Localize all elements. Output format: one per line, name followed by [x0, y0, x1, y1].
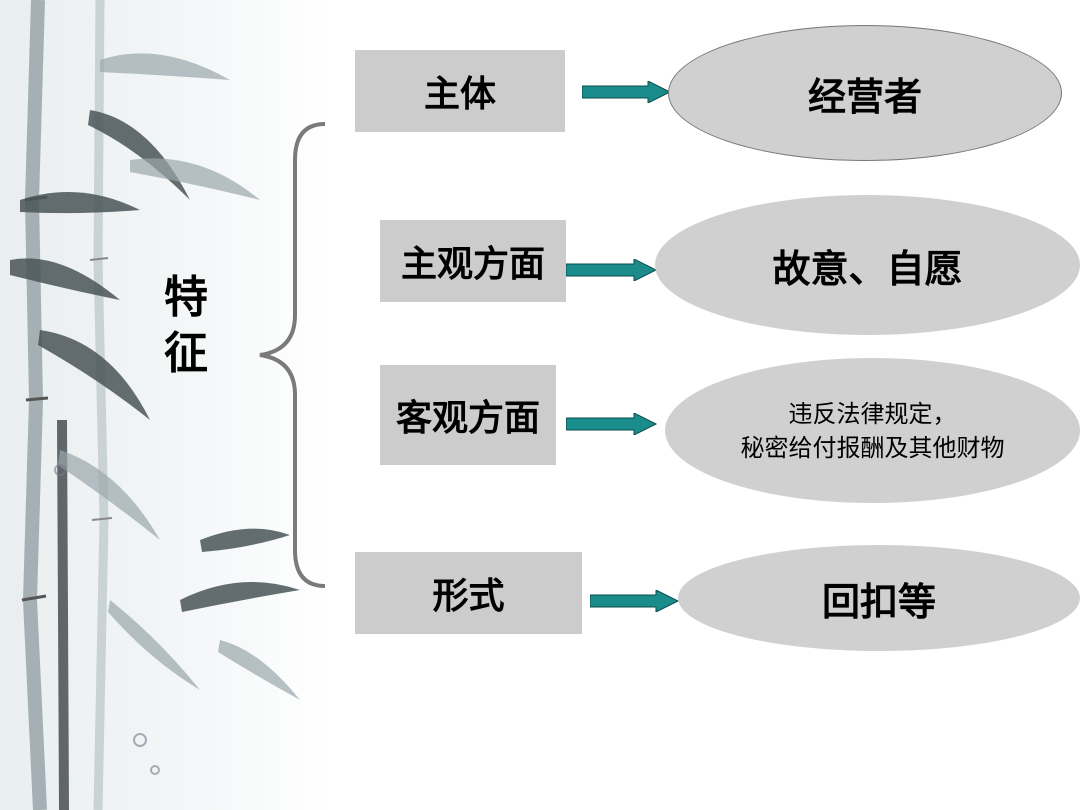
subject-box: 主体 — [355, 50, 565, 132]
subject-result-ellipse: 经营者 — [668, 25, 1062, 161]
subject-box-label: 主体 — [423, 74, 496, 115]
feature-label-char-1: 特 — [164, 272, 208, 323]
form-result-ellipse: 回扣等 — [678, 545, 1080, 651]
bamboo-painting — [0, 0, 330, 810]
feature-label-char-2: 征 — [164, 328, 208, 379]
arrow-right-icon — [566, 413, 658, 435]
feature-label: 特 征 — [158, 270, 214, 382]
subjective-result-ellipse: 故意、自愿 — [655, 195, 1080, 335]
objective-result-line-1: 违反法律规定， — [788, 399, 957, 428]
arrow-right-icon — [590, 590, 680, 612]
subjective-box: 主观方面 — [380, 220, 566, 302]
arrow-right-icon — [582, 81, 672, 103]
objective-result-ellipse: 违反法律规定， 秘密给付报酬及其他财物 — [665, 358, 1080, 503]
form-result-text: 回扣等 — [821, 579, 936, 624]
objective-box-label: 客观方面 — [395, 398, 540, 439]
objective-result-text: 违反法律规定， 秘密给付报酬及其他财物 — [741, 397, 1005, 465]
curly-brace — [259, 122, 326, 588]
subject-result-text: 经营者 — [807, 74, 922, 119]
subjective-box-label: 主观方面 — [400, 244, 545, 285]
objective-result-line-2: 秘密给付报酬及其他财物 — [740, 433, 1005, 462]
objective-box: 客观方面 — [380, 365, 556, 465]
subjective-result-text: 故意、自愿 — [772, 246, 963, 291]
form-box: 形式 — [355, 552, 582, 634]
form-box-label: 形式 — [432, 576, 505, 617]
arrow-right-icon — [566, 259, 658, 281]
